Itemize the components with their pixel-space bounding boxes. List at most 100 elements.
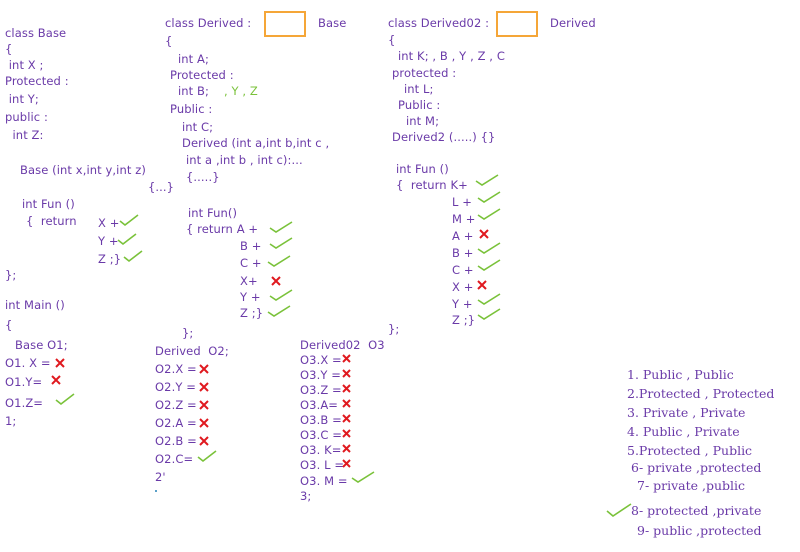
check-icon bbox=[269, 289, 293, 301]
class-close: }; bbox=[182, 326, 194, 340]
option-8: 8- protected ,private bbox=[631, 503, 762, 518]
class-header: class Derived02 : bbox=[388, 16, 490, 30]
parent-class: Derived bbox=[550, 16, 596, 30]
parent-class: Base bbox=[318, 16, 347, 30]
option-2: 2.Protected , Protected bbox=[627, 386, 775, 401]
assign-line: O1. X = bbox=[5, 356, 51, 370]
code-line: { bbox=[165, 34, 173, 48]
stray-dot bbox=[155, 490, 157, 492]
code-line: class Base bbox=[5, 26, 67, 40]
check-icon bbox=[477, 191, 501, 203]
constructor-line: int a ,int b , int c):... bbox=[186, 153, 303, 167]
class-close: }; bbox=[388, 322, 400, 336]
term-x: X + bbox=[98, 216, 120, 230]
code-line: int B; bbox=[178, 84, 210, 98]
check-icon bbox=[269, 237, 293, 249]
return-line: { return K+ bbox=[396, 178, 468, 192]
assign-line: O3.A= bbox=[300, 398, 339, 412]
code-line: Protected : bbox=[170, 68, 234, 82]
term: A + bbox=[452, 229, 474, 243]
check-icon bbox=[119, 214, 139, 227]
check-icon bbox=[477, 293, 501, 305]
check-icon bbox=[267, 255, 291, 267]
code-line: Protected : bbox=[5, 74, 69, 88]
blank-answer-box bbox=[264, 11, 306, 37]
check-icon bbox=[351, 471, 375, 483]
term: C + bbox=[452, 263, 474, 277]
term-x: X+ bbox=[240, 274, 258, 288]
code-line: int L; bbox=[404, 82, 434, 96]
check-icon bbox=[55, 393, 75, 406]
term-y: Y + bbox=[98, 234, 119, 248]
cross-icon bbox=[271, 276, 281, 286]
code-line: Public : bbox=[170, 102, 213, 116]
term: X + bbox=[452, 280, 474, 294]
cross-icon bbox=[479, 229, 489, 239]
check-icon bbox=[477, 259, 501, 271]
object-decl: Derived02 O3 bbox=[300, 338, 385, 352]
code-line: int X ; bbox=[5, 58, 44, 72]
check-icon bbox=[267, 305, 291, 317]
check-icon bbox=[477, 208, 501, 220]
class-close: }; bbox=[5, 268, 17, 282]
term: Z ;} bbox=[452, 313, 476, 327]
code-line: protected : bbox=[392, 66, 457, 80]
term: M + bbox=[452, 212, 476, 226]
code-line: int M; bbox=[406, 114, 440, 128]
assign-line: O2.Y = bbox=[155, 380, 196, 394]
return-line: { return bbox=[26, 214, 77, 228]
check-icon bbox=[117, 233, 137, 246]
assign-line: O3. M = bbox=[300, 474, 348, 488]
cross-icon bbox=[199, 436, 209, 446]
option-3: 3. Private , Private bbox=[627, 405, 746, 420]
assign-line: O3. L = bbox=[300, 458, 345, 472]
code-line: int K; , B , Y , Z , C bbox=[398, 49, 505, 63]
assign-line: O3.C = bbox=[300, 428, 342, 442]
code-line: public : bbox=[5, 110, 48, 124]
code-line: { bbox=[388, 33, 396, 47]
fun-signature: int Fun() bbox=[188, 206, 238, 220]
code-line: int A; bbox=[178, 52, 209, 66]
assign-line: O3.Y = bbox=[300, 368, 341, 382]
term-z: Z ;} bbox=[98, 252, 122, 266]
constructor-line: Base (int x,int y,int z) bbox=[20, 163, 146, 177]
check-icon bbox=[477, 308, 501, 320]
inherited-members: , Y , Z bbox=[224, 84, 258, 98]
cross-icon bbox=[342, 414, 351, 423]
code-line: 1; bbox=[5, 414, 17, 428]
code-line: int C; bbox=[182, 120, 214, 134]
cross-icon bbox=[342, 384, 351, 393]
assign-line: O2.B = bbox=[155, 434, 197, 448]
code-line: 2' bbox=[155, 470, 166, 484]
cross-icon bbox=[199, 400, 209, 410]
check-icon bbox=[606, 503, 632, 517]
cross-icon bbox=[342, 354, 351, 363]
assign-line: O3.B = bbox=[300, 413, 342, 427]
check-icon bbox=[269, 221, 293, 233]
code-line: { bbox=[5, 318, 13, 332]
assign-line: O3.Z = bbox=[300, 383, 342, 397]
assign-line: O3.X = bbox=[300, 353, 342, 367]
option-5: 5.Protected , Public bbox=[627, 443, 753, 458]
assign-line: O1.Z= bbox=[5, 396, 44, 410]
code-line: { bbox=[5, 42, 13, 56]
object-decl: Base O1; bbox=[15, 338, 68, 352]
term: B + bbox=[452, 246, 474, 260]
cross-icon bbox=[342, 459, 351, 468]
assign-line: O2.C= bbox=[155, 452, 194, 466]
class-header: class Derived : bbox=[165, 16, 252, 30]
cross-icon bbox=[51, 375, 61, 385]
term-y: Y + bbox=[240, 290, 261, 304]
term-b: B + bbox=[240, 239, 262, 253]
return-line: { return A + bbox=[186, 222, 259, 236]
code-line: int Z: bbox=[5, 128, 44, 142]
term: Y + bbox=[452, 297, 473, 311]
cross-icon bbox=[199, 364, 209, 374]
term-z: Z ;} bbox=[240, 306, 264, 320]
code-line: Public : bbox=[398, 98, 441, 112]
object-decl: Derived O2; bbox=[155, 344, 229, 358]
assign-line: O2.Z = bbox=[155, 398, 197, 412]
cross-icon bbox=[342, 369, 351, 378]
cross-icon bbox=[199, 418, 209, 428]
option-4: 4. Public , Private bbox=[627, 424, 740, 439]
